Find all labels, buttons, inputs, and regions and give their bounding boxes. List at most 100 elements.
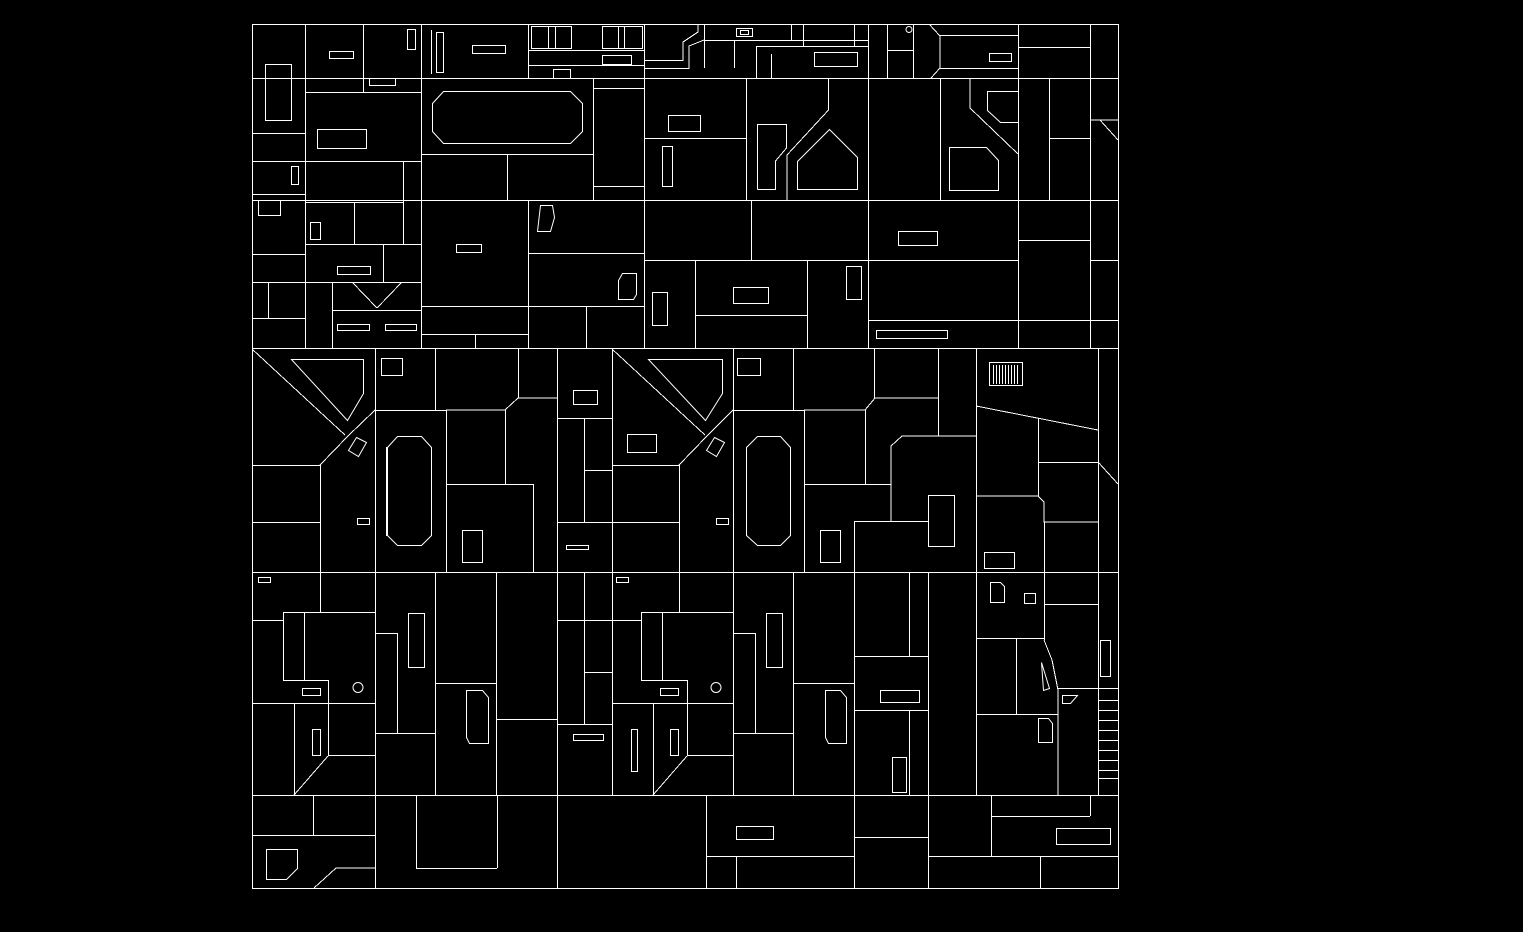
sector-detail xyxy=(385,324,417,331)
pentagon-room xyxy=(797,128,858,190)
sector-detail xyxy=(258,200,281,216)
sector-detail xyxy=(740,30,749,35)
sector-detail xyxy=(566,545,589,550)
angled-wall xyxy=(804,397,938,411)
sector-detail xyxy=(987,91,1019,123)
sector-detail xyxy=(736,826,774,840)
sector-detail xyxy=(710,682,722,693)
sector-detail xyxy=(462,530,483,563)
sector-detail xyxy=(317,129,367,149)
sector-detail xyxy=(736,28,753,37)
trapezoid-room xyxy=(647,359,723,422)
angled-wall xyxy=(1090,119,1119,141)
sector-detail xyxy=(984,552,1015,569)
sector-group-north xyxy=(252,23,1119,348)
staircase xyxy=(1098,700,1118,779)
sector-detail xyxy=(989,53,1012,62)
sector-detail xyxy=(302,688,321,696)
sector-detail xyxy=(662,146,673,187)
sector-detail xyxy=(631,729,638,772)
triangle-detail xyxy=(1041,662,1051,692)
sector-detail xyxy=(990,582,1005,603)
sector-detail xyxy=(553,69,571,79)
octagon-room xyxy=(387,436,432,546)
sector-detail xyxy=(705,436,726,458)
sector-detail xyxy=(456,244,482,253)
sector-group-south xyxy=(252,572,1118,796)
sector-detail xyxy=(1038,718,1053,743)
sector-detail xyxy=(357,518,370,525)
sector-detail xyxy=(337,266,371,275)
sector-detail xyxy=(312,729,321,756)
sector-detail xyxy=(905,26,913,33)
sector-detail xyxy=(265,64,292,121)
sector-detail xyxy=(660,688,679,696)
sector-detail xyxy=(466,690,489,744)
sector-detail xyxy=(407,29,416,50)
sector-detail xyxy=(668,115,701,132)
sector-detail xyxy=(820,530,841,563)
angled-wall xyxy=(786,78,829,200)
sector-detail xyxy=(602,55,632,65)
sector-detail xyxy=(757,124,787,190)
sector-detail xyxy=(436,32,444,73)
octagon-room xyxy=(746,436,791,546)
sector-detail xyxy=(602,26,643,49)
sector-detail xyxy=(408,613,425,668)
sector-detail xyxy=(337,324,370,331)
curved-corridor xyxy=(644,24,699,61)
angled-wall xyxy=(1043,639,1059,795)
sector-detail xyxy=(814,52,858,67)
map-boundary xyxy=(252,24,1119,889)
sector-detail xyxy=(381,358,403,376)
angled-wall xyxy=(969,78,1019,155)
sector-detail xyxy=(1056,828,1111,845)
sector-detail xyxy=(898,231,938,246)
sector-group-center xyxy=(251,348,1119,572)
sector-detail xyxy=(892,757,907,793)
octagon-room xyxy=(432,91,583,144)
sector-detail xyxy=(670,729,679,756)
angled-wall xyxy=(313,867,375,889)
sector-detail xyxy=(1062,695,1079,704)
sector-detail xyxy=(536,205,556,232)
sector-detail xyxy=(716,518,729,525)
sector-detail xyxy=(652,292,668,326)
sector-detail xyxy=(347,436,368,458)
sector-group-bottom xyxy=(252,795,1118,889)
sector-detail xyxy=(258,577,271,583)
sector-detail xyxy=(876,330,948,339)
sector-detail xyxy=(618,273,637,300)
vent-grate xyxy=(989,362,1023,386)
angled-wall xyxy=(928,23,941,79)
sector-detail xyxy=(1024,593,1036,604)
sector-detail xyxy=(352,682,364,693)
sector-detail xyxy=(928,495,955,547)
sector-detail xyxy=(573,734,604,741)
sector-detail xyxy=(310,222,321,240)
sector-detail xyxy=(737,358,761,376)
sector-detail xyxy=(627,434,657,453)
sector-detail xyxy=(531,26,572,49)
sector-detail xyxy=(766,613,783,668)
vent-grate-slats xyxy=(993,365,1018,384)
trapezoid-room xyxy=(290,359,364,422)
angled-wall xyxy=(319,409,376,466)
sector-detail xyxy=(949,147,999,191)
sector-detail xyxy=(846,266,862,300)
sector-detail xyxy=(472,45,506,54)
sector-detail xyxy=(329,51,354,59)
major-dividers xyxy=(252,78,1118,796)
angled-wall xyxy=(890,435,976,521)
angled-wall xyxy=(678,409,734,466)
sector-detail xyxy=(825,690,847,744)
sector-detail xyxy=(1100,640,1111,677)
sector-detail xyxy=(266,849,298,880)
sector-detail xyxy=(291,166,299,185)
angled-wall xyxy=(446,397,557,411)
angled-wall xyxy=(976,495,1098,523)
sector-detail xyxy=(369,78,396,86)
sector-detail xyxy=(573,390,598,405)
